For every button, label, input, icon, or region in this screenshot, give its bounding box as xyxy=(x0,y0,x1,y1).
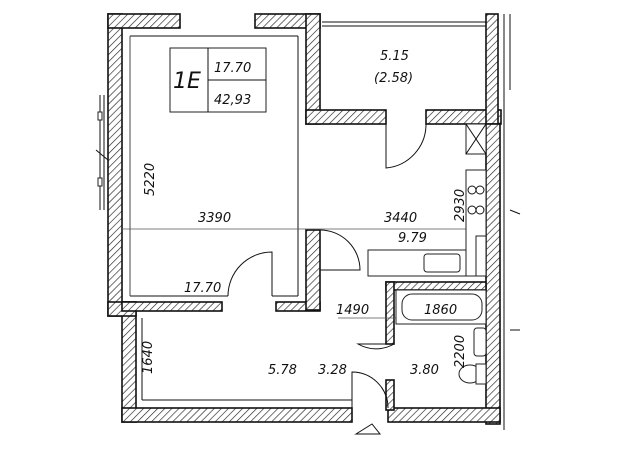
stove-icon xyxy=(467,185,485,215)
kitchen-depth-dim: 2930 xyxy=(453,189,468,222)
balcony-area-label: 5.15 xyxy=(380,49,409,64)
apartment-code: 1E xyxy=(173,69,201,94)
corridor-width-dim: 1490 xyxy=(336,303,369,318)
balcony-reduced-area-label: (2.58) xyxy=(374,71,413,86)
room-length-dim: 5220 xyxy=(143,163,158,196)
total-area-label: 42,93 xyxy=(214,93,251,108)
hall-area-label: 5.78 xyxy=(268,363,297,378)
toilet-icon xyxy=(458,363,487,385)
corridor-area-label: 3.28 xyxy=(318,363,347,378)
bathroom-depth-dim: 2200 xyxy=(453,335,468,368)
kitchen-area-label: 9.79 xyxy=(398,231,427,246)
apartment-label-box xyxy=(169,47,267,113)
bathtub-icon xyxy=(395,289,487,325)
right-facade-marks xyxy=(503,14,521,430)
bathroom-width-dim: 1860 xyxy=(424,303,457,318)
entrance-arrow-icon xyxy=(354,423,382,435)
door-swing-icon xyxy=(227,123,427,409)
walls xyxy=(107,13,502,425)
room-area-label: 17.70 xyxy=(184,281,221,296)
room-width-dim: 3390 xyxy=(198,211,231,226)
kitchen-width-dim: 3440 xyxy=(384,211,417,226)
sink-icon xyxy=(423,235,487,277)
hall-height-dim: 1640 xyxy=(141,341,156,374)
washbasin-icon xyxy=(473,327,487,357)
living-area-label: 17.70 xyxy=(214,61,251,76)
left-facade-marks xyxy=(95,95,109,210)
bathroom-area-label: 3.80 xyxy=(410,363,439,378)
